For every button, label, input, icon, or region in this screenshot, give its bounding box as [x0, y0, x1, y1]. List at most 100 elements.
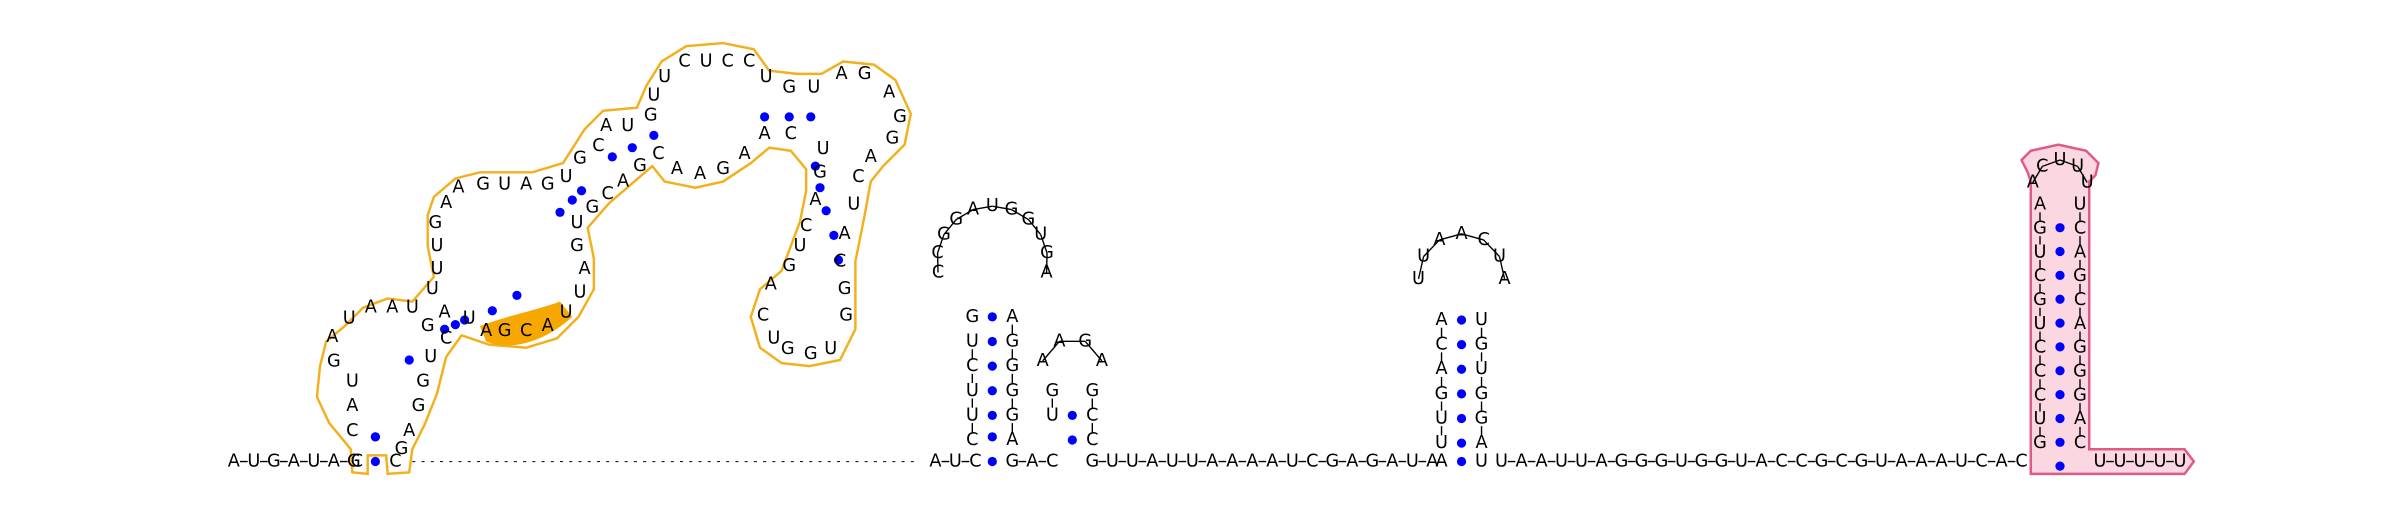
pink-5p-stem-base: C [2034, 338, 2046, 358]
base-pair-dot [1456, 339, 1467, 350]
orange-domain-base: U [426, 279, 439, 299]
backbone-bond [1040, 234, 1048, 254]
orange-highlight-base: C [520, 321, 532, 341]
orange-domain-base: A [480, 321, 492, 341]
orange-domain-base: A [809, 190, 821, 210]
linker-1-base: U [1286, 452, 1299, 472]
base-pair-dot [567, 195, 577, 205]
backbone-bond [2077, 166, 2088, 183]
orange-domain-base: A [600, 116, 612, 136]
orange-domain-base: G [573, 148, 587, 168]
backbone-bond [1423, 239, 1440, 257]
linker-2-base: A [1915, 452, 1927, 472]
linker-1-base: A [1426, 452, 1438, 472]
orange-domain-base: A [739, 144, 751, 164]
pink-loop-base: C [2036, 156, 2048, 176]
hairpin-1-3p-stem-base: G [1005, 405, 1019, 425]
pink-3p-stem-base: C [2074, 290, 2086, 310]
backbone-bond [936, 234, 945, 254]
orange-domain-base: C [440, 328, 452, 348]
five-prime-tail-base: G [347, 452, 361, 472]
orange-domain-base: G [838, 279, 852, 299]
pink-loop-base: U [2054, 150, 2067, 170]
pink-5p-stem-base: U [2034, 314, 2047, 334]
orange-domain-base: C [592, 136, 604, 156]
orange-domain-base: A [765, 275, 777, 295]
orange-domain-base: G [716, 159, 730, 179]
linker-1-base: A [1266, 452, 1278, 472]
base-pair-dot [987, 456, 997, 467]
base-pair-dot [1456, 413, 1467, 424]
pink-5p-stem-base: G [2033, 218, 2047, 238]
orange-domain-base: G [327, 352, 341, 372]
linker-1-base: C [1306, 452, 1318, 472]
hairpin-1-5p-stem-base: C [966, 356, 978, 376]
three-prime-tail-base: U [2154, 452, 2167, 472]
three-prime-tail-base: U [2094, 452, 2107, 472]
base-pair-dot [627, 143, 637, 153]
hairpin-1-loop-base: G [949, 209, 963, 229]
hairpin-3-loop-base: U [1493, 247, 1506, 267]
orange-domain-base: A [617, 172, 629, 192]
base-pair-dot [450, 319, 460, 330]
hairpin-3-3p-stem-base: G [1475, 335, 1489, 355]
backbone-bond [2032, 166, 2043, 183]
hairpin-2-loop-base: A [1037, 351, 1049, 371]
base-pair-dot [987, 410, 997, 420]
hairpin-3-5p-stem-base: A [1435, 359, 1447, 379]
orange-highlight-base: A [542, 316, 554, 336]
linker-2-base: C [1975, 452, 1987, 472]
base-pair-dot [821, 206, 831, 216]
hairpin-1-5p-stem-base: U [966, 332, 979, 352]
pink-3p-stem-base: G [2073, 362, 2087, 382]
hairpin-1-5p-stem-base: U [966, 381, 979, 401]
hairpin-1-loop-base: G [1040, 243, 1054, 263]
base-pair-dot [2055, 318, 2065, 328]
hairpin-1-3p-stem-base: G [1005, 356, 1019, 376]
hairpin-2-3p-stem-base: C [1086, 405, 1098, 425]
backbone-bond [1084, 340, 1103, 362]
backbone-bond [1461, 233, 1484, 241]
orange-domain-base: G [395, 439, 409, 459]
orange-domain-base: G [476, 175, 490, 195]
orange-5p-stem: C [351, 452, 363, 472]
linker-2-base: G [1615, 452, 1629, 472]
linker-1-base: G [1085, 452, 1099, 472]
linker-1-base: G [1365, 452, 1379, 472]
hairpin-3-base: U [1475, 452, 1488, 472]
orange-domain-base: A [452, 178, 464, 198]
linker-2-base: U [1955, 452, 1968, 472]
hairpin-3-3p-stem-base: A [1475, 433, 1487, 453]
orange-domain-base: G [421, 316, 435, 336]
pink-5p-stem-base: G [2033, 433, 2047, 453]
backbone-bond [955, 208, 974, 221]
three-prime-tail-base: U [2134, 452, 2147, 472]
orange-domain-outline [315, 41, 913, 476]
orange-domain-base: C [852, 167, 864, 187]
orange-domain-base: A [883, 82, 895, 102]
orange-domain-base: A [839, 224, 851, 244]
pink-3p-stem-base: A [2074, 314, 2086, 334]
orange-domain-base: C [800, 216, 812, 236]
orange-domain-base: G [782, 78, 796, 98]
hairpin-2-5p-stem-base: U [1046, 405, 1059, 425]
linker-2-base: U [1875, 452, 1888, 472]
hairpin-1-loop-base: U [1034, 225, 1047, 245]
orange-domain-base: G [858, 64, 872, 84]
linker-2-base: G [1855, 452, 1869, 472]
pink-3p-stem-base: G [2073, 266, 2087, 286]
orange-highlight-base: U [560, 302, 573, 322]
linker-2-base: C [1835, 452, 1847, 472]
orange-domain-base: U [847, 195, 860, 215]
base-pair-dot [2055, 294, 2065, 304]
hairpin-3-loop-base: U [1412, 269, 1425, 289]
orange-domain-base: G [839, 305, 853, 325]
backbone-bond [1483, 239, 1500, 257]
orange-domain-base: U [700, 52, 713, 72]
base-pair-dot [1456, 315, 1467, 325]
pink-5p-stem-base: C [2034, 385, 2046, 405]
base-pair-dot [987, 361, 997, 371]
pink-3p-stem-base: A [2074, 242, 2086, 262]
hairpin-1-loop-base: G [937, 225, 951, 245]
